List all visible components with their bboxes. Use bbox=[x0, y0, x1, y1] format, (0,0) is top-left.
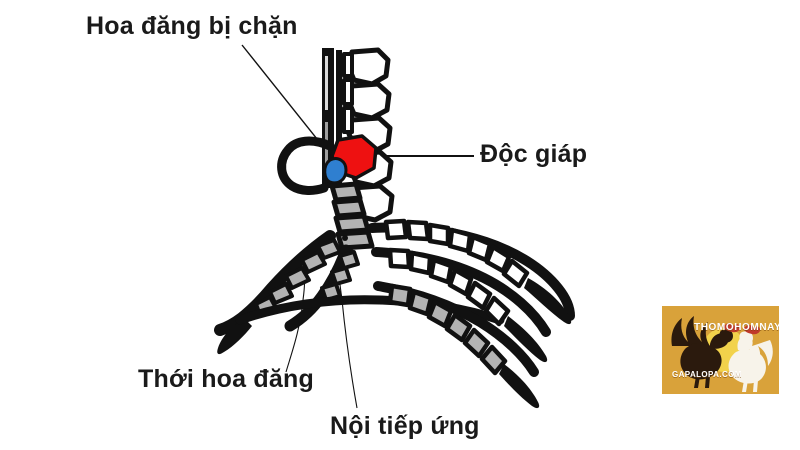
shank-scale-i1 bbox=[342, 52, 354, 78]
label-doc-giap: Độc giáp bbox=[480, 140, 588, 168]
joint-dot-1 bbox=[342, 235, 348, 241]
f1-scale-4 bbox=[447, 227, 473, 254]
f1-scale-1 bbox=[383, 218, 409, 241]
label-noi-tiep-ung: Nội tiếp ứng bbox=[330, 412, 480, 440]
middle-toe-outline bbox=[284, 244, 352, 332]
front-toe-1-scales bbox=[383, 218, 530, 289]
f2-scale-2 bbox=[408, 250, 433, 276]
watermark-site-text: GAPALOPA.COM bbox=[672, 370, 742, 379]
lower-scale-2 bbox=[331, 197, 367, 219]
lower-scale-1 bbox=[329, 181, 363, 203]
shank-scale-o2 bbox=[345, 81, 392, 121]
f3-scale-6 bbox=[479, 344, 508, 376]
rear-toe-scale-2 bbox=[300, 250, 327, 274]
front-shank-lower-scales bbox=[329, 181, 375, 251]
front-toe-3-scales bbox=[387, 283, 508, 376]
light-rooster-tail bbox=[746, 340, 773, 366]
front-toe-2-scales bbox=[387, 247, 511, 327]
shank-group bbox=[277, 47, 395, 223]
watermark-artwork bbox=[671, 316, 773, 392]
f1-scale-2 bbox=[405, 219, 431, 242]
label-thoi-hoa-dang: Thới hoa đăng bbox=[138, 365, 314, 393]
rear-toe-scale-3 bbox=[284, 266, 311, 290]
watermark-rooster-dark bbox=[671, 316, 733, 388]
f3-scale-3 bbox=[426, 299, 454, 329]
dark-rooster-leg2 bbox=[705, 376, 710, 388]
f1-scale-6 bbox=[484, 244, 512, 274]
front-toe-2-claw bbox=[504, 316, 548, 363]
f2-scale-1 bbox=[387, 247, 412, 270]
rear-toe-claw bbox=[217, 318, 252, 355]
shank-scale-i3 bbox=[342, 106, 354, 134]
f2-scale-3 bbox=[428, 257, 454, 285]
shank-inner-scales bbox=[342, 52, 354, 134]
f3-scale-4 bbox=[444, 312, 473, 343]
watermark-brand-text: THOMOHOMNAY bbox=[694, 322, 779, 333]
dark-rooster-body bbox=[680, 343, 722, 380]
light-rooster-leg2 bbox=[753, 380, 758, 392]
dark-rooster-tail bbox=[671, 316, 710, 346]
f1-scale-3 bbox=[427, 222, 451, 247]
f3-scale-5 bbox=[462, 327, 491, 359]
shank-left-edge-highlight bbox=[325, 56, 328, 110]
front-toe-3-claw bbox=[499, 364, 540, 409]
f3-scale-1 bbox=[387, 283, 413, 308]
rear-toe-scales bbox=[254, 238, 342, 317]
lower-scale-3 bbox=[333, 213, 371, 235]
toe-joint-detail bbox=[342, 235, 355, 255]
middle-toe-group bbox=[284, 244, 360, 332]
front-toe-3-group bbox=[373, 281, 540, 409]
dark-rooster-head bbox=[719, 329, 733, 343]
watermark-logo: THOMOHOMNAY GAPALOPA.COM bbox=[662, 306, 779, 394]
rear-toe-group bbox=[214, 230, 342, 355]
f2-scale-6 bbox=[483, 295, 511, 327]
shank-scale-i2 bbox=[342, 78, 354, 106]
middle-toe-scale-1 bbox=[338, 250, 360, 270]
f3-scale-2 bbox=[407, 289, 434, 317]
f2-scale-4 bbox=[447, 267, 474, 297]
f1-scale-7 bbox=[501, 258, 530, 289]
front-toe-2-group bbox=[371, 247, 551, 363]
f2-scale-5 bbox=[465, 280, 493, 311]
dark-rooster-leg bbox=[694, 376, 700, 388]
middle-toe-scales bbox=[320, 250, 360, 302]
light-rooster-body bbox=[728, 349, 766, 384]
light-rooster-leg bbox=[742, 380, 748, 392]
watermark-rooster-light bbox=[728, 331, 773, 392]
spur-shape bbox=[277, 136, 335, 195]
label-hoa-dang-bi-chan: Hoa đăng bị chặn bbox=[86, 12, 298, 40]
front-toe-1-group bbox=[367, 218, 575, 325]
joint-dot-2 bbox=[349, 249, 355, 255]
dark-rooster-comb bbox=[724, 323, 740, 333]
light-rooster-comb bbox=[744, 325, 760, 335]
hoa-dang-blue-scale bbox=[323, 157, 348, 185]
light-rooster-head bbox=[739, 331, 753, 345]
front-toe-1-claw bbox=[524, 278, 572, 325]
rear-toe-outline bbox=[214, 230, 336, 336]
middle-toe-scale-2 bbox=[330, 266, 352, 286]
